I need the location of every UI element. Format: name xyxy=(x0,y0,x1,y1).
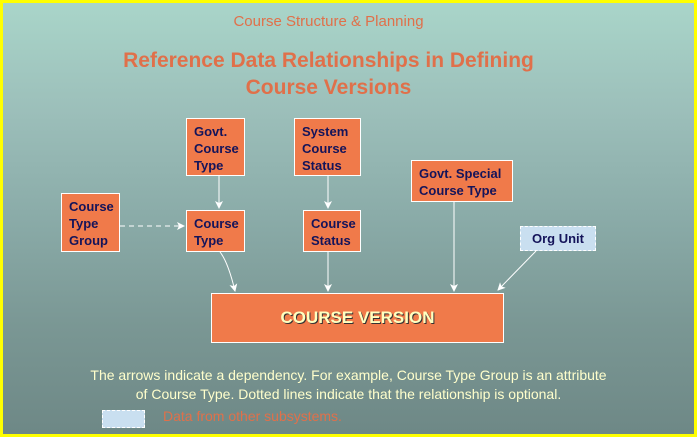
node-course-type-group: Course Type Group xyxy=(61,193,120,252)
node-system-course-status: System Course Status xyxy=(294,118,361,176)
explanation-note: The arrows indicate a dependency. For ex… xyxy=(90,367,607,402)
node-org-unit: Org Unit xyxy=(520,226,596,251)
node-govt-special-course-type: Govt. Special Course Type xyxy=(411,160,513,202)
arrow-org-unit-to-version xyxy=(497,250,537,291)
legend-label: Data from other subsystems. xyxy=(163,408,342,424)
node-govt-course-type: Govt. Course Type xyxy=(186,118,245,176)
title-line-2: Course Versions xyxy=(245,76,412,99)
slide-title: Reference Data Relationships in Defining… xyxy=(0,47,657,101)
node-course-status: Course Status xyxy=(303,210,361,252)
node-course-version: COURSE VERSION xyxy=(211,293,504,343)
node-course-type: Course Type xyxy=(186,210,245,252)
slide-subtitle: Course Structure & Planning xyxy=(233,13,424,30)
title-line-1: Reference Data Relationships in Defining xyxy=(123,49,534,72)
legend-external-swatch xyxy=(102,410,145,428)
arrow-course-type-to-version xyxy=(219,251,238,292)
